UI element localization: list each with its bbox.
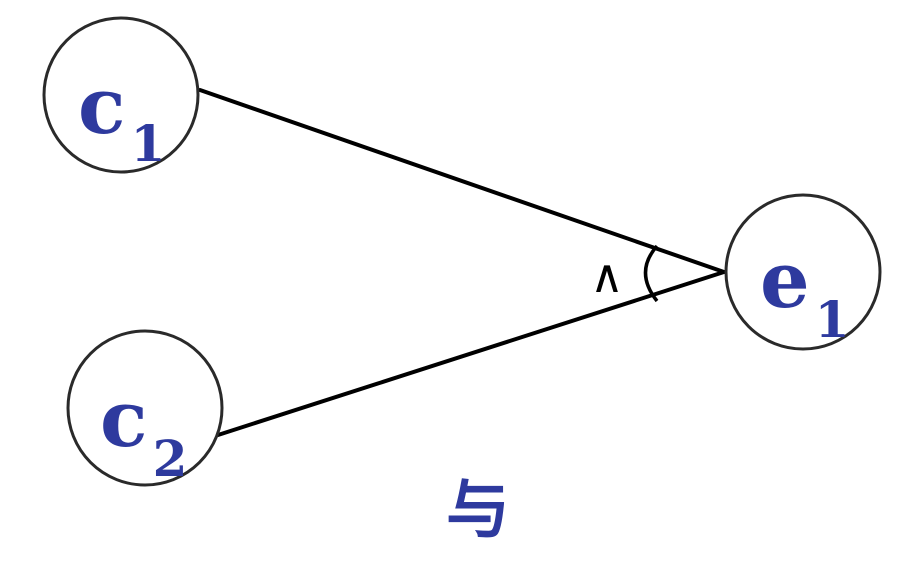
node-c2-sub: 2 xyxy=(153,429,188,488)
caption-text: 与 xyxy=(446,474,510,548)
and-arc xyxy=(643,244,659,303)
node-c2-label: c 2 xyxy=(100,374,187,488)
node-c1-label: c 1 xyxy=(78,61,165,173)
node-e1-main: e xyxy=(760,235,810,326)
node-c1-circle xyxy=(42,16,200,174)
edge-c2-e1 xyxy=(216,270,726,437)
node-e1-circle xyxy=(724,193,882,351)
node-e1-label: e 1 xyxy=(760,235,850,349)
node-e1: e 1 xyxy=(724,193,882,351)
node-e1-sub: 1 xyxy=(815,290,850,349)
node-c2-main: c xyxy=(100,374,148,465)
node-c1-main: c xyxy=(78,61,126,152)
edge-c1-e1 xyxy=(198,88,726,274)
node-c2: c 2 xyxy=(66,329,224,488)
node-c1: c 1 xyxy=(42,16,200,174)
node-c2-circle xyxy=(66,329,224,487)
node-c1-sub: 1 xyxy=(131,114,166,173)
and-operator-symbol: ∧ xyxy=(590,249,624,303)
